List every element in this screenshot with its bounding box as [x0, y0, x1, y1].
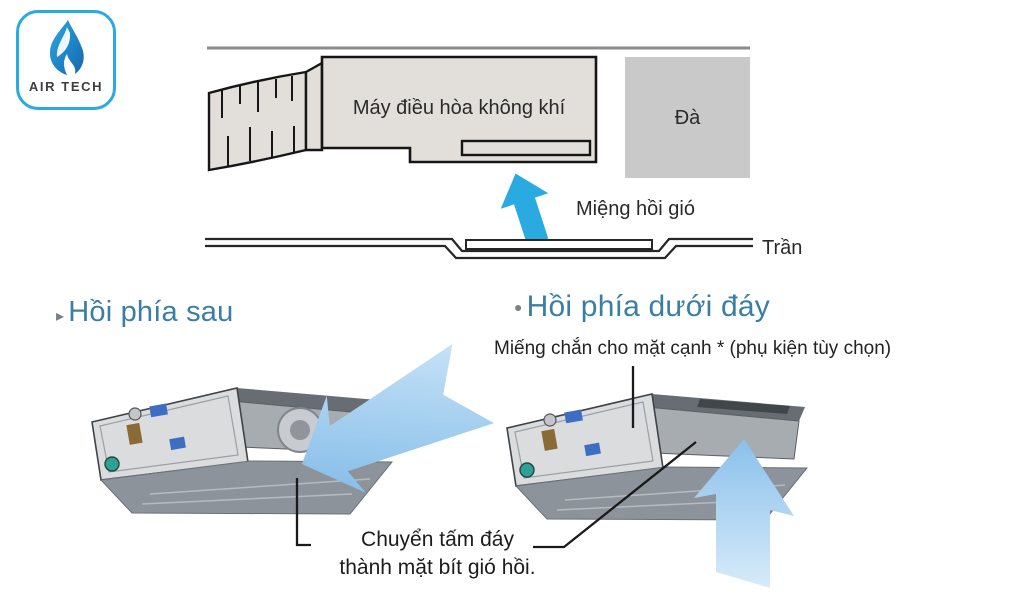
bottom-caption-line1: Chuyển tấm đáy — [361, 528, 514, 551]
leader-lines — [295, 366, 697, 549]
dot-bullet-icon: ● — [514, 299, 523, 315]
bottom-airflow-arrow-icon — [694, 439, 794, 588]
duct-collar — [304, 60, 324, 152]
return-air-arrow-icon — [500, 173, 549, 246]
bottom-return-title: Hồi phía dưới đáy — [526, 290, 770, 323]
flame-icon — [49, 20, 84, 75]
bottom-caption-line2: thành mặt bít gió hồi. — [339, 556, 536, 579]
ceiling-lines — [205, 237, 753, 260]
return-opening-label: Miệng hồi gió — [576, 198, 695, 220]
triangle-bullet-icon: ▸ — [56, 308, 65, 325]
installation-cross-section — [205, 46, 753, 260]
top-slot — [697, 399, 790, 414]
units-illustration — [91, 343, 809, 588]
brand-text: AIR TECH — [28, 79, 104, 94]
ceiling-label: Trần — [762, 237, 803, 259]
ac-unit-label: Máy điều hòa không khí — [352, 97, 566, 119]
beam-label: Đà — [674, 107, 701, 129]
flexible-duct — [207, 60, 324, 172]
bottom-caption: Chuyển tấm đáy thành mặt bít gió hồi. — [310, 526, 565, 582]
caption-right-leader-line — [533, 441, 697, 549]
accessory-note: Miếng chắn cho mặt cạnh * (phụ kiện tùy … — [494, 338, 892, 359]
ac-unit-box — [320, 55, 598, 164]
section-title-bottom-return: ●Hồi phía dưới đáy — [514, 290, 770, 324]
rear-return-title: Hồi phía sau — [68, 296, 234, 328]
caption-left-leader-line — [295, 478, 311, 547]
ac-unit-rear-illustration — [91, 343, 495, 515]
beam-box — [625, 57, 750, 178]
rear-airflow-arrow-icon — [302, 343, 495, 493]
airtech-logo: AIR TECH — [16, 10, 116, 110]
ac-unit-bottom-illustration — [506, 393, 809, 588]
section-title-rear-return: ▸Hồi phía sau — [56, 296, 233, 329]
return-air-slot — [460, 139, 592, 157]
